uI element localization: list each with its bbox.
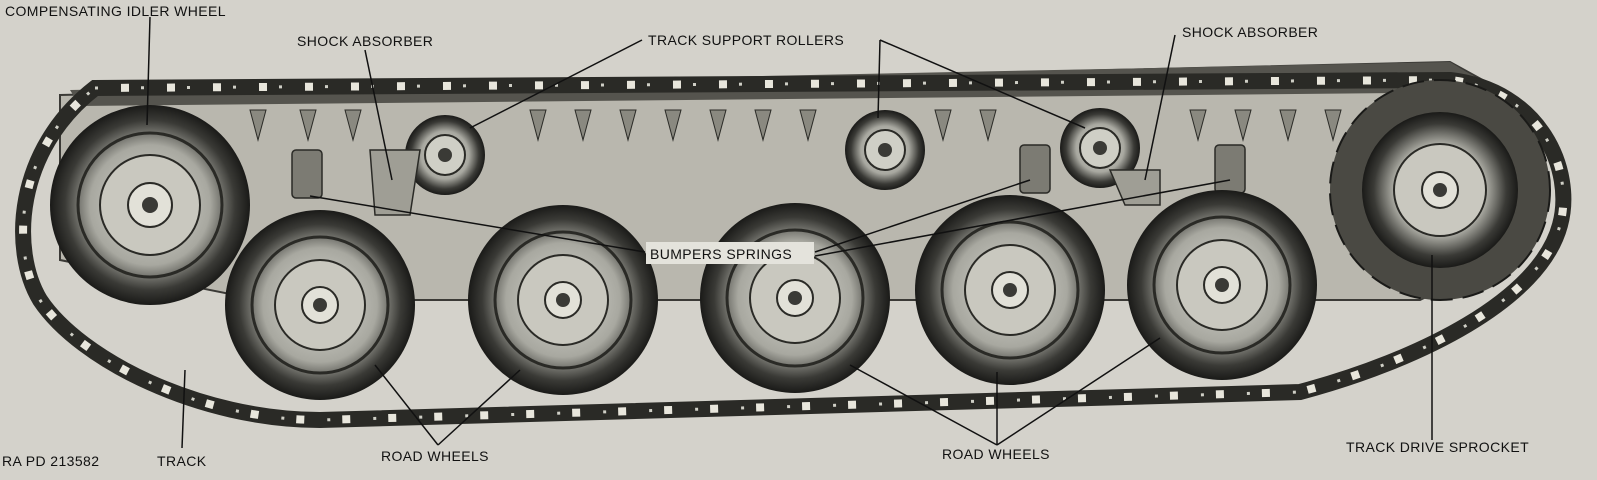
road-wheel-1: [225, 210, 415, 400]
road-wheel-2: [468, 205, 658, 395]
bumpers-springs-label-box: [646, 242, 814, 264]
track-support-roller-2: [845, 110, 925, 190]
label-track: TRACK: [157, 453, 207, 469]
label-road-wheels-left: ROAD WHEELS: [381, 448, 489, 464]
compensating-idler-wheel: [50, 105, 250, 305]
leader-bumper-spring-3: [814, 179, 1231, 257]
label-bumpers-springs: BUMPERS SPRINGS: [650, 246, 792, 262]
road-wheel-3: [700, 203, 890, 393]
leader-bumper-spring-1: [309, 195, 646, 253]
label-road-wheels-right: ROAD WHEELS: [942, 446, 1050, 462]
leader-track: [181, 369, 186, 449]
leader-track-support-roller-1: [469, 39, 643, 129]
track-drive-sprocket: [1329, 79, 1551, 301]
leader-road-wheels-right-c: [996, 337, 1161, 446]
shock-absorber-left: [369, 149, 421, 216]
leader-bumper-spring-2: [814, 179, 1031, 253]
shock-absorber-right: [1108, 169, 1161, 206]
leader-compensating-idler-wheel: [146, 16, 151, 126]
track-guide-teeth: [249, 109, 1342, 142]
bumper-spring-2: [1019, 144, 1051, 194]
label-shock-absorber-left: SHOCK ABSORBER: [297, 33, 433, 49]
road-wheel-5: [1127, 190, 1317, 380]
leader-lines: [146, 16, 1433, 449]
label-track-drive-sprocket: TRACK DRIVE SPROCKET: [1346, 439, 1529, 455]
leader-track-support-roller-2: [877, 39, 881, 119]
label-shock-absorber-right: SHOCK ABSORBER: [1182, 24, 1318, 40]
track-support-roller-1: [405, 115, 485, 195]
leader-shock-absorber-left: [364, 49, 393, 181]
figure-reference: RA PD 213582: [2, 453, 99, 469]
leader-shock-absorber-right: [1144, 34, 1176, 181]
leader-road-wheels-left-a: [374, 364, 439, 446]
road-wheel-4: [915, 195, 1105, 385]
leader-road-wheels-left-b: [437, 369, 521, 446]
track: [15, 71, 1572, 429]
label-compensating-idler-wheel: COMPENSATING IDLER WHEEL: [5, 3, 226, 19]
leader-road-wheels-right-a: [849, 364, 998, 446]
bumper-spring-1: [291, 149, 323, 199]
bumper-spring-3: [1214, 144, 1246, 194]
label-track-support-rollers: TRACK SUPPORT ROLLERS: [648, 32, 844, 48]
track-support-roller-3: [1060, 108, 1140, 188]
leader-track-support-roller-3: [879, 39, 1086, 129]
